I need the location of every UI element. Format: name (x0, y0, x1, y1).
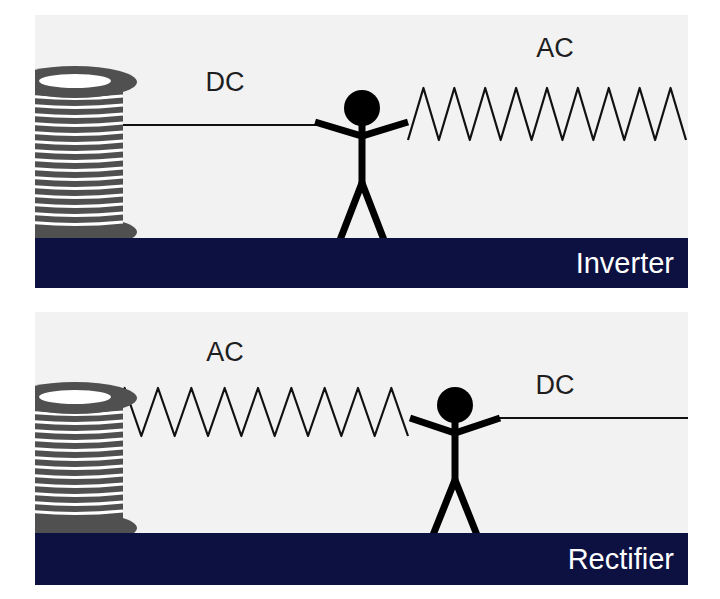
coil-winding (35, 213, 123, 216)
coil-winding (35, 439, 123, 442)
ground-band: Inverter (35, 238, 688, 288)
signal-label: AC (536, 33, 574, 64)
spool-flange (35, 66, 137, 98)
ac-wave (408, 88, 686, 140)
coil-winding (35, 466, 123, 469)
coil-winding (35, 421, 123, 424)
spool-body (35, 398, 123, 528)
signal-label: AC (206, 337, 244, 368)
dc-line (498, 417, 688, 419)
coil-winding (35, 123, 123, 126)
band-title: Inverter (576, 247, 674, 280)
band-title: Rectifier (568, 543, 674, 576)
panel (35, 15, 688, 288)
coil-winding (35, 150, 123, 153)
spool-body (35, 82, 123, 232)
ac-wave (108, 388, 408, 436)
coil-winding (35, 168, 123, 171)
coil-winding (35, 105, 123, 108)
spool-hole (39, 74, 111, 88)
panel (35, 312, 688, 585)
coil-winding (35, 186, 123, 189)
coil-winding (35, 222, 123, 225)
coil-winding (35, 430, 123, 433)
signal-label: DC (536, 370, 575, 401)
coil-winding (35, 484, 123, 487)
stick-figure-head (437, 387, 473, 423)
coil-winding (35, 141, 123, 144)
rectifier-figure (35, 382, 688, 544)
coil-winding (35, 448, 123, 451)
coil-winding (35, 114, 123, 117)
stick-figure (433, 480, 477, 535)
stick-figure (340, 183, 384, 240)
inverter-figure (35, 66, 686, 248)
stick-figure-head (344, 90, 380, 126)
coil-winding (35, 204, 123, 207)
spool-hole (39, 390, 111, 404)
coil-winding (35, 159, 123, 162)
coil-winding (35, 502, 123, 505)
dc-line (110, 124, 318, 126)
coil-winding (35, 511, 123, 514)
coil-winding (35, 177, 123, 180)
signal-label: DC (206, 67, 245, 98)
coil-winding (35, 493, 123, 496)
ground-band: Rectifier (35, 533, 688, 585)
coil-winding (35, 132, 123, 135)
coil-winding (35, 457, 123, 460)
coil-winding (35, 475, 123, 478)
coil-winding (35, 195, 123, 198)
spool-flange (35, 382, 137, 414)
